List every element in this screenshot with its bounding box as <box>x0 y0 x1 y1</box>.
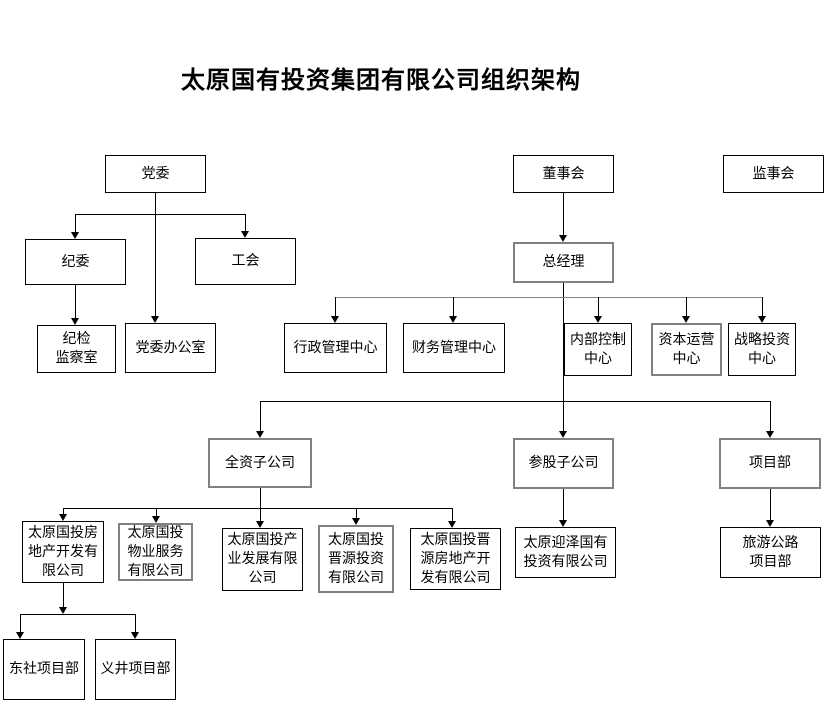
connector-line <box>63 583 64 607</box>
connector-line <box>63 508 452 509</box>
connector-line <box>63 508 64 514</box>
connector-line <box>452 508 453 521</box>
connector-line <box>762 297 763 316</box>
org-node-dongshe-project-dept: 东社项目部 <box>3 639 85 700</box>
arrow-down-icon <box>682 316 690 323</box>
arrow-down-icon <box>59 607 67 614</box>
connector-line <box>563 193 564 235</box>
connector-line <box>20 614 135 615</box>
arrow-down-icon <box>559 235 567 242</box>
org-node-admin-center: 行政管理中心 <box>284 323 387 373</box>
arrow-down-icon <box>352 518 360 525</box>
org-node-property-service-co: 太原国投 物业服务 有限公司 <box>118 523 193 581</box>
org-node-strategic-investment-center: 战略投资 中心 <box>728 323 796 376</box>
org-node-internal-control-center: 内部控制 中心 <box>564 323 632 376</box>
connector-line <box>156 508 157 516</box>
arrow-down-icon <box>71 232 79 239</box>
connector-line <box>135 614 136 632</box>
connector-line <box>598 297 599 316</box>
connector-line <box>770 401 771 431</box>
chart-title: 太原国有投资集团有限公司组织架构 <box>181 68 581 94</box>
arrow-down-icon <box>131 632 139 639</box>
connector-line <box>563 489 564 520</box>
arrow-down-icon <box>59 514 67 521</box>
connector-line <box>356 508 357 518</box>
org-node-supervisory-board: 监事会 <box>723 155 824 193</box>
org-node-tourism-highway-dept: 旅游公路 项目部 <box>720 527 821 578</box>
org-node-labor-union: 工会 <box>195 238 296 285</box>
connector-line <box>563 283 564 431</box>
org-node-discipline-committee: 纪委 <box>25 239 126 285</box>
arrow-down-icon <box>151 316 159 323</box>
connector-line <box>335 297 762 298</box>
arrow-down-icon <box>594 316 602 323</box>
arrow-down-icon <box>758 316 766 323</box>
connector-line <box>75 285 76 318</box>
org-node-yijing-project-dept: 义井项目部 <box>95 639 176 700</box>
org-node-finance-center: 财务管理中心 <box>403 323 505 373</box>
org-node-general-manager: 总经理 <box>513 242 614 283</box>
arrow-down-icon <box>766 520 774 527</box>
connector-line <box>686 297 687 316</box>
org-node-party-committee-office: 党委办公室 <box>125 323 216 373</box>
arrow-down-icon <box>256 521 264 528</box>
org-node-wholly-owned-subsidiaries: 全资子公司 <box>208 438 312 488</box>
connector-line <box>260 401 261 431</box>
org-node-party-committee: 党委 <box>105 155 206 193</box>
org-node-capital-operation-center: 资本运营 中心 <box>651 323 722 376</box>
arrow-down-icon <box>559 431 567 438</box>
connector-line <box>155 193 156 316</box>
connector-line <box>75 214 246 215</box>
org-node-real-estate-co: 太原国投房 地产开发有 限公司 <box>22 521 104 583</box>
connector-line <box>260 488 261 521</box>
arrow-down-icon <box>448 521 456 528</box>
arrow-down-icon <box>449 316 457 323</box>
org-node-project-dept: 项目部 <box>719 438 821 489</box>
arrow-down-icon <box>331 316 339 323</box>
arrow-down-icon <box>256 431 264 438</box>
org-node-jinyuan-real-estate-co: 太原国投晋 源房地产开 发有限公司 <box>410 528 501 590</box>
org-node-yingze-investment-co: 太原迎泽国有 投资有限公司 <box>515 527 616 578</box>
arrow-down-icon <box>71 318 79 325</box>
org-node-equity-subsidiaries: 参股子公司 <box>513 438 614 489</box>
connector-line <box>335 297 336 316</box>
arrow-down-icon <box>152 516 160 523</box>
connector-line <box>453 297 454 316</box>
connector-line <box>75 214 76 232</box>
org-node-industry-dev-co: 太原国投产 业发展有限 公司 <box>222 528 303 591</box>
org-node-discipline-inspection-office: 纪检 监察室 <box>37 325 116 373</box>
arrow-down-icon <box>766 431 774 438</box>
arrow-down-icon <box>559 520 567 527</box>
connector-line <box>245 214 246 231</box>
org-node-jinyuan-investment-co: 太原国投 晋源投资 有限公司 <box>318 525 394 593</box>
org-node-board-of-directors: 董事会 <box>513 155 614 193</box>
connector-line <box>20 614 21 632</box>
connector-line <box>770 489 771 520</box>
arrow-down-icon <box>16 632 24 639</box>
arrow-down-icon <box>241 231 249 238</box>
connector-line <box>260 401 770 402</box>
